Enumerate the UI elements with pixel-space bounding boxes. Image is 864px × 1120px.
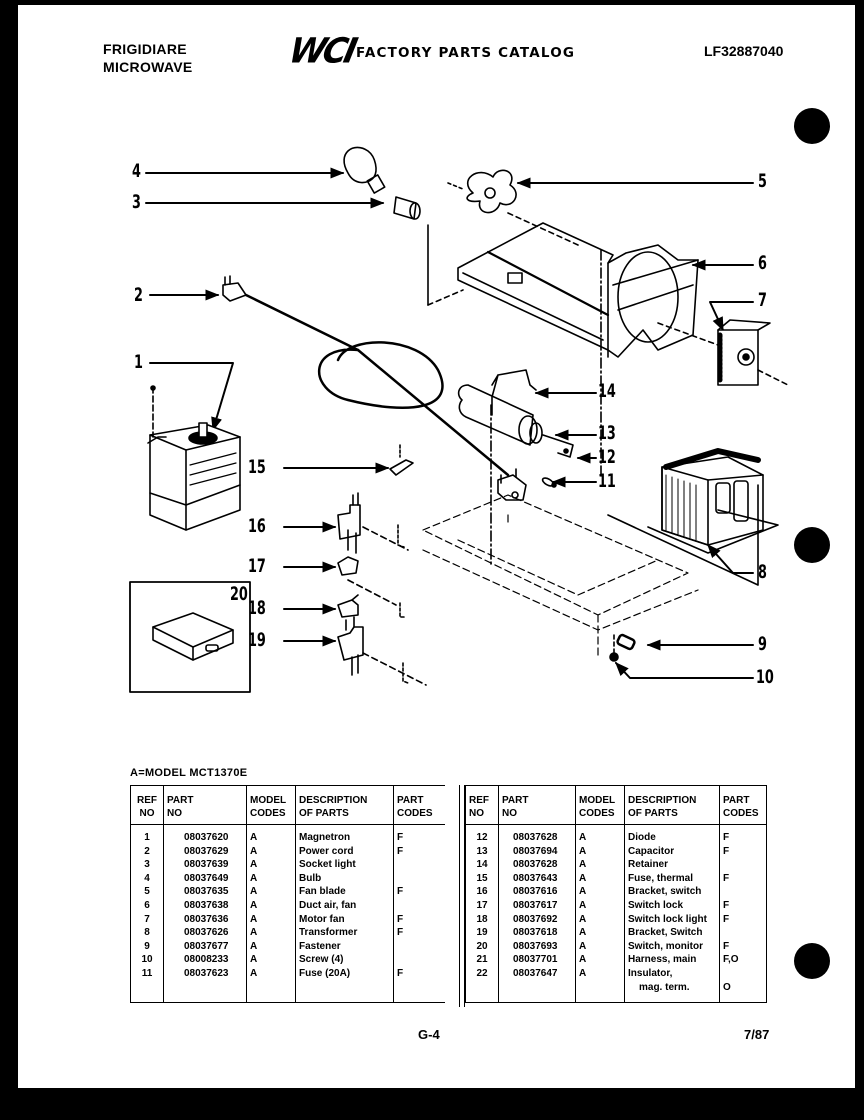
callout-17: 17 [248, 555, 266, 577]
screw-icon [609, 634, 619, 662]
callout-leaders [145, 167, 754, 679]
fan-blade-icon [447, 169, 579, 246]
magnetron-icon [147, 385, 241, 531]
brand-name: FRIGIDIARE [103, 41, 187, 57]
callout-14: 14 [598, 380, 616, 402]
exploded-parts-diagram [129, 146, 789, 693]
callout-5: 5 [758, 170, 767, 192]
catalog-page: FRIGIDIARE MICROWAVE WCI FACTORY PARTS C… [18, 5, 855, 1088]
switch-monitor-icon [152, 612, 234, 661]
callout-6: 6 [758, 252, 767, 274]
callout-12: 12 [598, 446, 616, 468]
callout-8: 8 [758, 561, 767, 583]
fuse-icon [541, 477, 557, 488]
callout-10: 10 [756, 666, 774, 688]
callout-19: 19 [248, 629, 266, 651]
revision-date: 7/87 [744, 1027, 770, 1042]
motor-fan-icon [657, 319, 789, 386]
thermal-fuse-icon [389, 444, 414, 476]
binder-hole-icon [794, 108, 830, 144]
diode-icon [497, 468, 527, 501]
switch-lock-light-icon [337, 594, 359, 618]
switch-monitor-inset [129, 581, 251, 693]
brand-block: FRIGIDIARE MICROWAVE [103, 40, 193, 76]
table-row: mag. term.O [466, 980, 767, 1003]
table-row-spacer [131, 980, 445, 1003]
bracket-switch-lower-icon [337, 616, 427, 686]
product-type: MICROWAVE [103, 59, 193, 75]
power-cord-icon [222, 275, 510, 477]
fan-duct-icon [457, 222, 699, 358]
callout-3: 3 [132, 191, 141, 213]
model-legend: A=MODEL MCT1370E [130, 767, 248, 779]
base-plate-outline [422, 494, 699, 656]
catalog-title: FACTORY PARTS CATALOG [356, 45, 576, 61]
callout-11: 11 [598, 470, 616, 492]
bulb-icon [343, 146, 386, 194]
binder-hole-icon [794, 527, 830, 563]
switch-lock-icon [337, 556, 407, 618]
page-number: G-4 [418, 1027, 440, 1042]
callout-9: 9 [758, 633, 767, 655]
binder-hole-icon [794, 943, 830, 979]
capacitor-icon [457, 384, 574, 458]
callout-16: 16 [248, 515, 266, 537]
retainer-icon [491, 369, 537, 416]
callout-15: 15 [248, 456, 266, 478]
callout-18: 18 [248, 597, 266, 619]
callout-13: 13 [598, 422, 616, 444]
table-divider [459, 785, 465, 1007]
callout-7: 7 [758, 289, 767, 311]
callout-20: 20 [230, 583, 248, 605]
bracket-switch-icon [337, 492, 409, 554]
callout-1: 1 [134, 351, 143, 373]
socket-light-icon [393, 196, 464, 306]
callout-2: 2 [134, 284, 143, 306]
catalog-number: LF32887040 [704, 43, 784, 59]
callout-4: 4 [132, 160, 141, 182]
transformer-icon [607, 448, 779, 586]
fastener-icon [616, 633, 636, 651]
